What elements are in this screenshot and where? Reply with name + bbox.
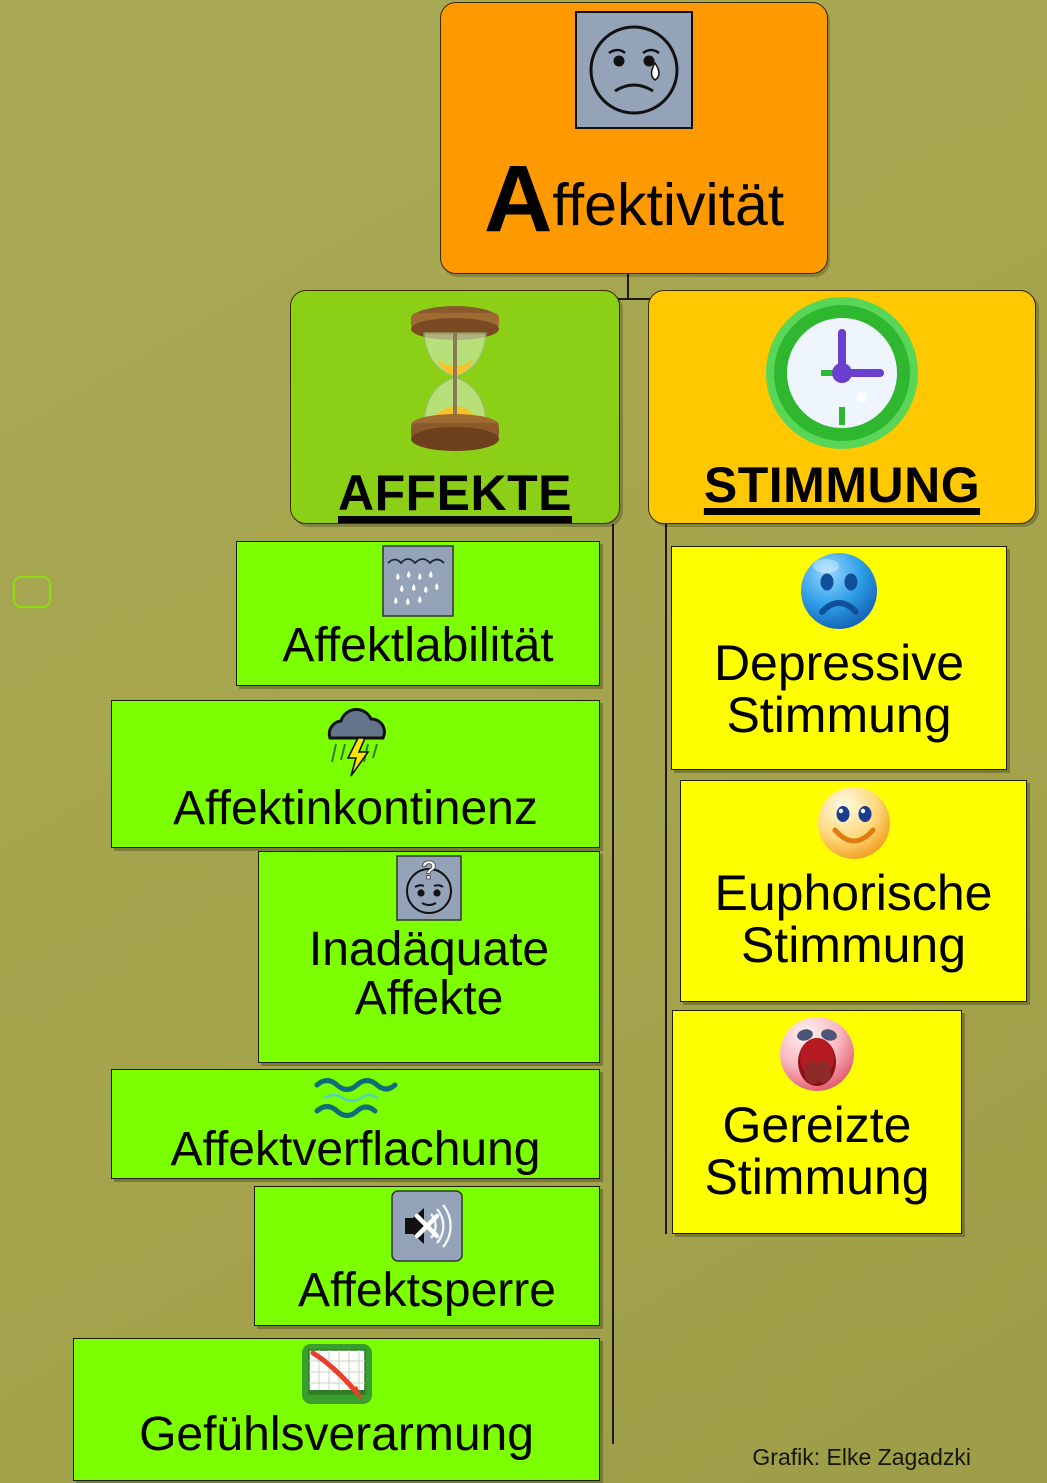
connector-stimmung-spine — [665, 524, 667, 1234]
question-face-icon: ? — [396, 855, 462, 926]
page-title: Affektivität — [484, 152, 784, 247]
rain-cloud-icon — [382, 545, 454, 622]
list-item-depressive-stimmung[interactable]: Depressive Stimmung — [671, 546, 1007, 770]
yellow-smiling-face-icon — [815, 784, 893, 867]
list-item-label: Euphorische Stimmung — [714, 865, 993, 973]
muted-speaker-icon — [391, 1190, 463, 1267]
connector-root-trunk — [627, 274, 629, 300]
stray-empty-box-artifact — [13, 576, 51, 608]
pink-shouting-face-icon — [777, 1014, 857, 1099]
water-waves-icon — [313, 1073, 399, 1126]
root-node-affektivitaet[interactable]: Affektivität — [440, 2, 828, 274]
list-item-affektsperre[interactable]: Affektsperre — [254, 1186, 600, 1326]
category-label-affekte: AFFEKTE — [337, 465, 573, 521]
list-item-label: Affektverflachung — [170, 1123, 541, 1176]
sad-face-icon — [575, 11, 693, 134]
list-item-label: Affektsperre — [298, 1264, 556, 1317]
list-item-euphorische-stimmung[interactable]: Euphorische Stimmung — [680, 780, 1027, 1002]
list-item-label: Depressive Stimmung — [713, 635, 965, 743]
declining-chart-icon — [300, 1342, 374, 1411]
list-item-gereizte-stimmung[interactable]: Gereizte Stimmung — [672, 1010, 962, 1234]
category-label-stimmung: STIMMUNG — [703, 457, 981, 513]
list-item-label: Affektlabilität — [282, 619, 554, 672]
list-item-label: Inadäquate Affekte — [308, 923, 550, 1025]
connector-affekte-spine — [612, 524, 614, 1444]
thunderstorm-cloud-icon — [312, 704, 400, 785]
root-title-capital: A — [483, 146, 553, 252]
clock-icon — [766, 297, 918, 454]
list-item-inadaequate-affekte[interactable]: ? Inadäquate Affekte — [258, 851, 600, 1063]
category-node-affekte[interactable]: AFFEKTE — [290, 290, 620, 524]
list-item-affektinkontinenz[interactable]: Affektinkontinenz — [111, 700, 600, 848]
list-item-label: Gereizte Stimmung — [704, 1097, 930, 1205]
credit-text: Grafik: Elke Zagadzki — [752, 1444, 971, 1470]
blue-frowning-face-icon — [798, 550, 880, 637]
svg-text:?: ? — [421, 855, 437, 885]
list-item-affektlabilitaet[interactable]: Affektlabilität — [236, 541, 600, 686]
category-node-stimmung[interactable]: STIMMUNG — [648, 290, 1036, 524]
hourglass-icon — [396, 297, 514, 462]
root-title-rest: ffektivität — [552, 172, 785, 238]
list-item-label: Affektinkontinenz — [173, 782, 538, 835]
list-item-label: Gefühlsverarmung — [139, 1408, 534, 1461]
list-item-gefuehlsverarmung[interactable]: Gefühlsverarmung — [73, 1338, 600, 1481]
list-item-affektverflachung[interactable]: Affektverflachung — [111, 1069, 600, 1179]
